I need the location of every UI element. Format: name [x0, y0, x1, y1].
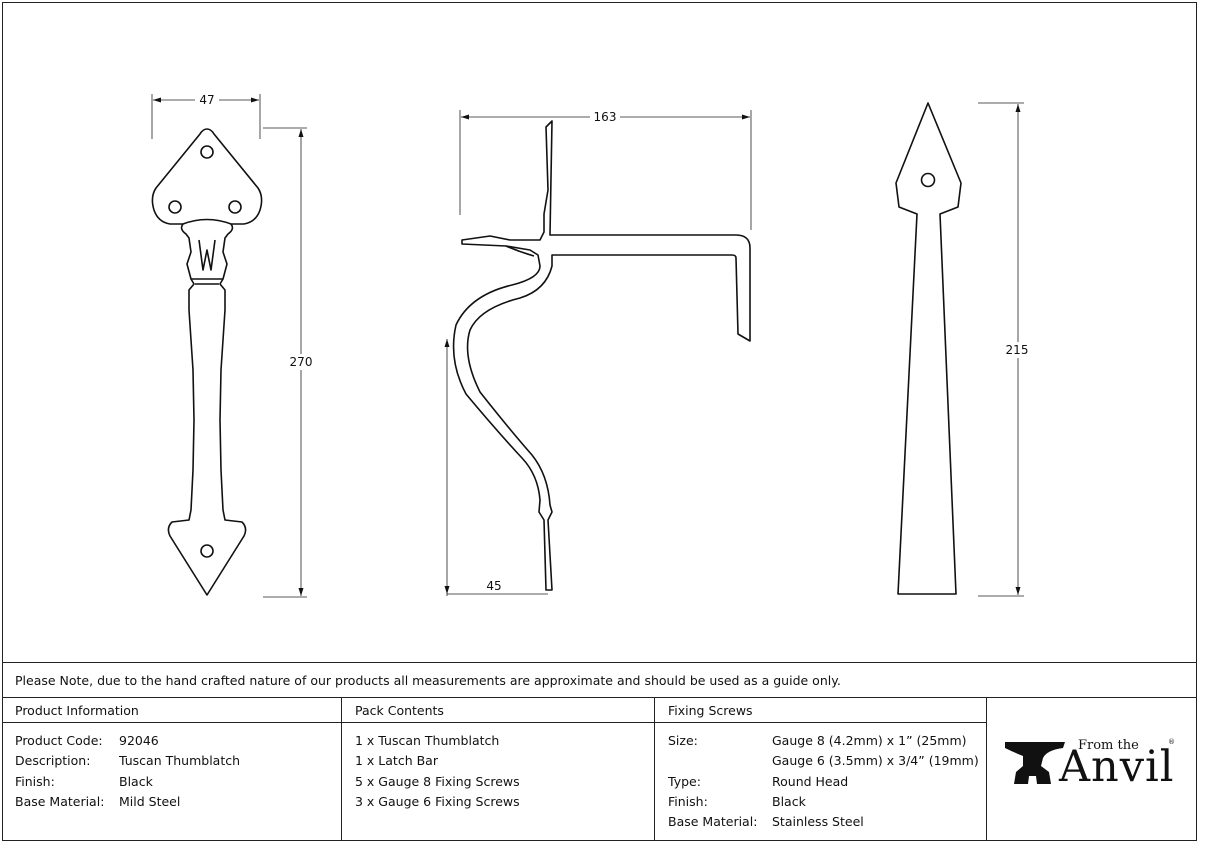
- screw-size-row-2: Gauge 6 (3.5mm) x 3/4” (19mm): [668, 751, 986, 771]
- technical-drawing: 47 270 163 45 215: [151, 93, 1029, 598]
- row-value: Black: [119, 773, 153, 789]
- handle-outline: [151, 128, 263, 596]
- logo-wordmark: Anvil: [1059, 742, 1175, 792]
- dim-bar-height: 215: [1006, 343, 1029, 357]
- pack-item: 1 x Tuscan Thumblatch: [355, 733, 500, 748]
- logo-registered-mark: ®: [1168, 738, 1175, 746]
- row-value: Stainless Steel: [772, 814, 864, 830]
- dim-latch-width: 163: [594, 110, 617, 124]
- measurement-note: Please Note, due to the hand crafted nat…: [2, 662, 1197, 698]
- row-value: 92046: [119, 733, 159, 748]
- row-label: Type:: [668, 773, 701, 789]
- anvil-icon: [1005, 742, 1065, 784]
- row-label: Finish:: [668, 793, 708, 809]
- spec-table: Product Information Product Code: 92046 …: [2, 697, 1197, 841]
- row-label: Product Code:: [15, 733, 103, 748]
- row-value: Mild Steel: [119, 793, 181, 809]
- product-code-row: Product Code: 92046: [15, 731, 341, 751]
- dim-handle-width: 47: [199, 93, 214, 107]
- row-value: Gauge 6 (3.5mm) x 3/4” (19mm): [772, 753, 979, 769]
- dim-handle-height: 270: [290, 355, 313, 369]
- logo-from-the: From the: [1078, 738, 1139, 753]
- pack-item: 1 x Latch Bar: [355, 753, 438, 769]
- handle-screw-hole-bottom: [200, 544, 214, 558]
- row-label: Description:: [15, 753, 91, 769]
- pack-item: 5 x Gauge 8 Fixing Screws: [355, 773, 520, 789]
- description-row: Description: Tuscan Thumblatch: [15, 751, 341, 771]
- latch-bar-screw-hole: [920, 172, 936, 188]
- product-information-column: Product Information Product Code: 92046 …: [2, 698, 342, 840]
- handle-screw-hole-top: [200, 145, 214, 159]
- drawing-sheet: [2, 2, 1197, 841]
- row-label: Base Material:: [15, 793, 105, 809]
- handle-thumb-tab: [182, 218, 232, 271]
- fixing-screws-heading: Fixing Screws: [655, 698, 986, 723]
- row-label: Size:: [668, 733, 698, 748]
- handle-screw-hole-right: [228, 200, 242, 214]
- pack-item: 3 x Gauge 6 Fixing Screws: [355, 793, 520, 809]
- pack-contents-column: Pack Contents 1 x Tuscan Thumblatch 1 x …: [342, 698, 655, 840]
- base-material-row: Base Material: Mild Steel: [15, 792, 341, 812]
- row-value: Tuscan Thumblatch: [119, 753, 241, 769]
- anvil-logo: From the Anvil ®: [987, 698, 1197, 840]
- row-value: Gauge 8 (4.2mm) x 1” (25mm): [772, 733, 967, 748]
- product-information-heading: Product Information: [2, 698, 341, 723]
- row-value: Black: [772, 793, 806, 809]
- finish-row: Finish: Black: [15, 772, 341, 792]
- row-label: Base Material:: [668, 814, 758, 830]
- screw-type-row: Type: Round Head: [668, 772, 986, 792]
- pack-contents-heading: Pack Contents: [342, 698, 654, 723]
- latch-bar-outline: [895, 102, 962, 595]
- handle-screw-hole-left: [168, 200, 182, 214]
- row-label: Finish:: [15, 773, 55, 789]
- screw-size-row: Size: Gauge 8 (4.2mm) x 1” (25mm): [668, 731, 986, 751]
- latch-profile-outline: [452, 120, 751, 591]
- dim-latch-depth: 45: [486, 579, 501, 593]
- screw-material-row: Base Material: Stainless Steel: [668, 812, 986, 832]
- screw-finish-row: Finish: Black: [668, 792, 986, 812]
- row-value: Round Head: [772, 773, 849, 789]
- fixing-screws-column: Fixing Screws Size: Gauge 8 (4.2mm) x 1”…: [655, 698, 987, 840]
